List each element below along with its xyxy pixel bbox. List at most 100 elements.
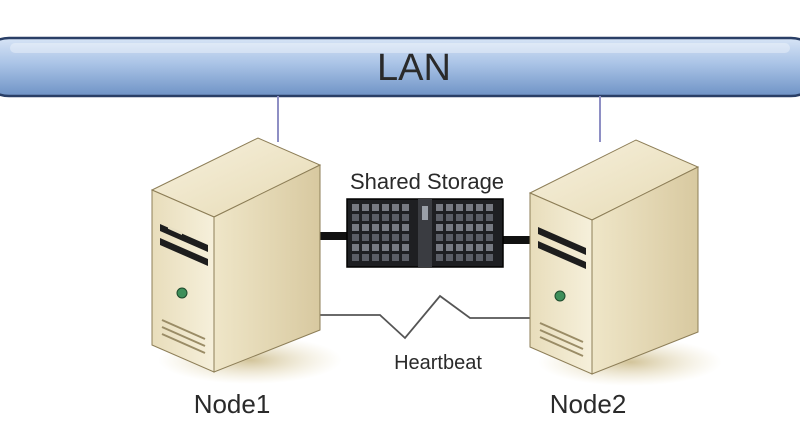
storage-drive — [456, 224, 463, 231]
storage-drive — [456, 234, 463, 241]
shared-storage-array: Shared Storage — [346, 169, 504, 268]
storage-drive — [352, 254, 359, 261]
drive-bay — [160, 224, 208, 252]
storage-drive — [436, 244, 443, 251]
storage-drive — [352, 224, 359, 231]
storage-drive — [466, 214, 473, 221]
storage-drive — [436, 214, 443, 221]
storage-drive — [392, 204, 399, 211]
storage-controller — [418, 199, 432, 267]
storage-drive — [446, 244, 453, 251]
power-led-icon — [554, 290, 566, 302]
storage-drive — [352, 234, 359, 241]
storage-drive — [446, 214, 453, 221]
storage-drive — [456, 204, 463, 211]
storage-drive — [476, 254, 483, 261]
storage-drive — [382, 204, 389, 211]
vent-line — [161, 319, 206, 340]
storage-drive — [402, 214, 409, 221]
storage-cable-left — [316, 232, 350, 240]
storage-drive — [402, 234, 409, 241]
storage-drive — [372, 214, 379, 221]
node1-label: Node1 — [194, 389, 271, 419]
drive-slot — [168, 225, 182, 236]
server-node1: Node1 — [150, 137, 342, 419]
storage-drive — [436, 254, 443, 261]
heartbeat-line — [318, 294, 530, 340]
server-front — [151, 189, 215, 373]
storage-drive — [456, 214, 463, 221]
storage-drive — [486, 254, 493, 261]
storage-drive — [446, 254, 453, 261]
storage-drive — [392, 254, 399, 261]
storage-drive — [372, 254, 379, 261]
vent-line — [161, 333, 206, 354]
storage-drive — [392, 234, 399, 241]
vent-line — [539, 336, 584, 357]
storage-drive — [392, 224, 399, 231]
storage-drive — [382, 244, 389, 251]
storage-drive — [372, 204, 379, 211]
storage-bays — [352, 204, 493, 261]
vent-line — [539, 322, 584, 343]
vent-line — [161, 326, 206, 347]
storage-cable-right — [500, 236, 534, 244]
storage-drive — [446, 224, 453, 231]
server-node2: Node2 — [528, 139, 722, 419]
storage-drive — [392, 214, 399, 221]
storage-drive — [446, 234, 453, 241]
storage-drive — [436, 224, 443, 231]
node2-label: Node2 — [550, 389, 627, 419]
storage-controller-light — [422, 206, 428, 220]
storage-drive — [362, 204, 369, 211]
power-led-icon — [176, 287, 188, 299]
heartbeat-label: Heartbeat — [394, 352, 482, 374]
storage-drive — [446, 204, 453, 211]
storage-drive — [402, 224, 409, 231]
storage-drive — [352, 244, 359, 251]
lan-bar: LAN — [0, 36, 800, 98]
storage-drive — [486, 244, 493, 251]
storage-drive — [466, 224, 473, 231]
storage-drive — [402, 204, 409, 211]
storage-drive — [362, 214, 369, 221]
storage-drive — [402, 254, 409, 261]
storage-drive — [352, 214, 359, 221]
storage-drive — [382, 254, 389, 261]
storage-drive — [372, 244, 379, 251]
storage-drive — [382, 214, 389, 221]
storage-drive — [352, 204, 359, 211]
storage-drive — [486, 214, 493, 221]
vent-line — [539, 329, 584, 350]
drive-bay — [160, 238, 208, 266]
storage-drive — [456, 254, 463, 261]
storage-drive — [466, 254, 473, 261]
storage-drive — [382, 224, 389, 231]
storage-drive — [436, 204, 443, 211]
drive-bay — [538, 227, 586, 255]
storage-drive — [456, 244, 463, 251]
storage-drive — [362, 254, 369, 261]
storage-drive — [436, 234, 443, 241]
drive-bay — [538, 241, 586, 269]
storage-drive — [362, 224, 369, 231]
storage-drive — [362, 234, 369, 241]
storage-drive — [476, 234, 483, 241]
storage-drive — [372, 234, 379, 241]
storage-drive — [362, 244, 369, 251]
storage-drive — [476, 224, 483, 231]
storage-drive — [466, 204, 473, 211]
storage-drive — [466, 234, 473, 241]
storage-drive — [486, 234, 493, 241]
storage-drive — [486, 224, 493, 231]
storage-drive — [486, 204, 493, 211]
server-front — [529, 192, 593, 375]
storage-drive — [476, 214, 483, 221]
storage-drive — [382, 234, 389, 241]
storage-drive — [476, 244, 483, 251]
storage-drive — [476, 204, 483, 211]
storage-drive — [402, 244, 409, 251]
storage-drive — [466, 244, 473, 251]
